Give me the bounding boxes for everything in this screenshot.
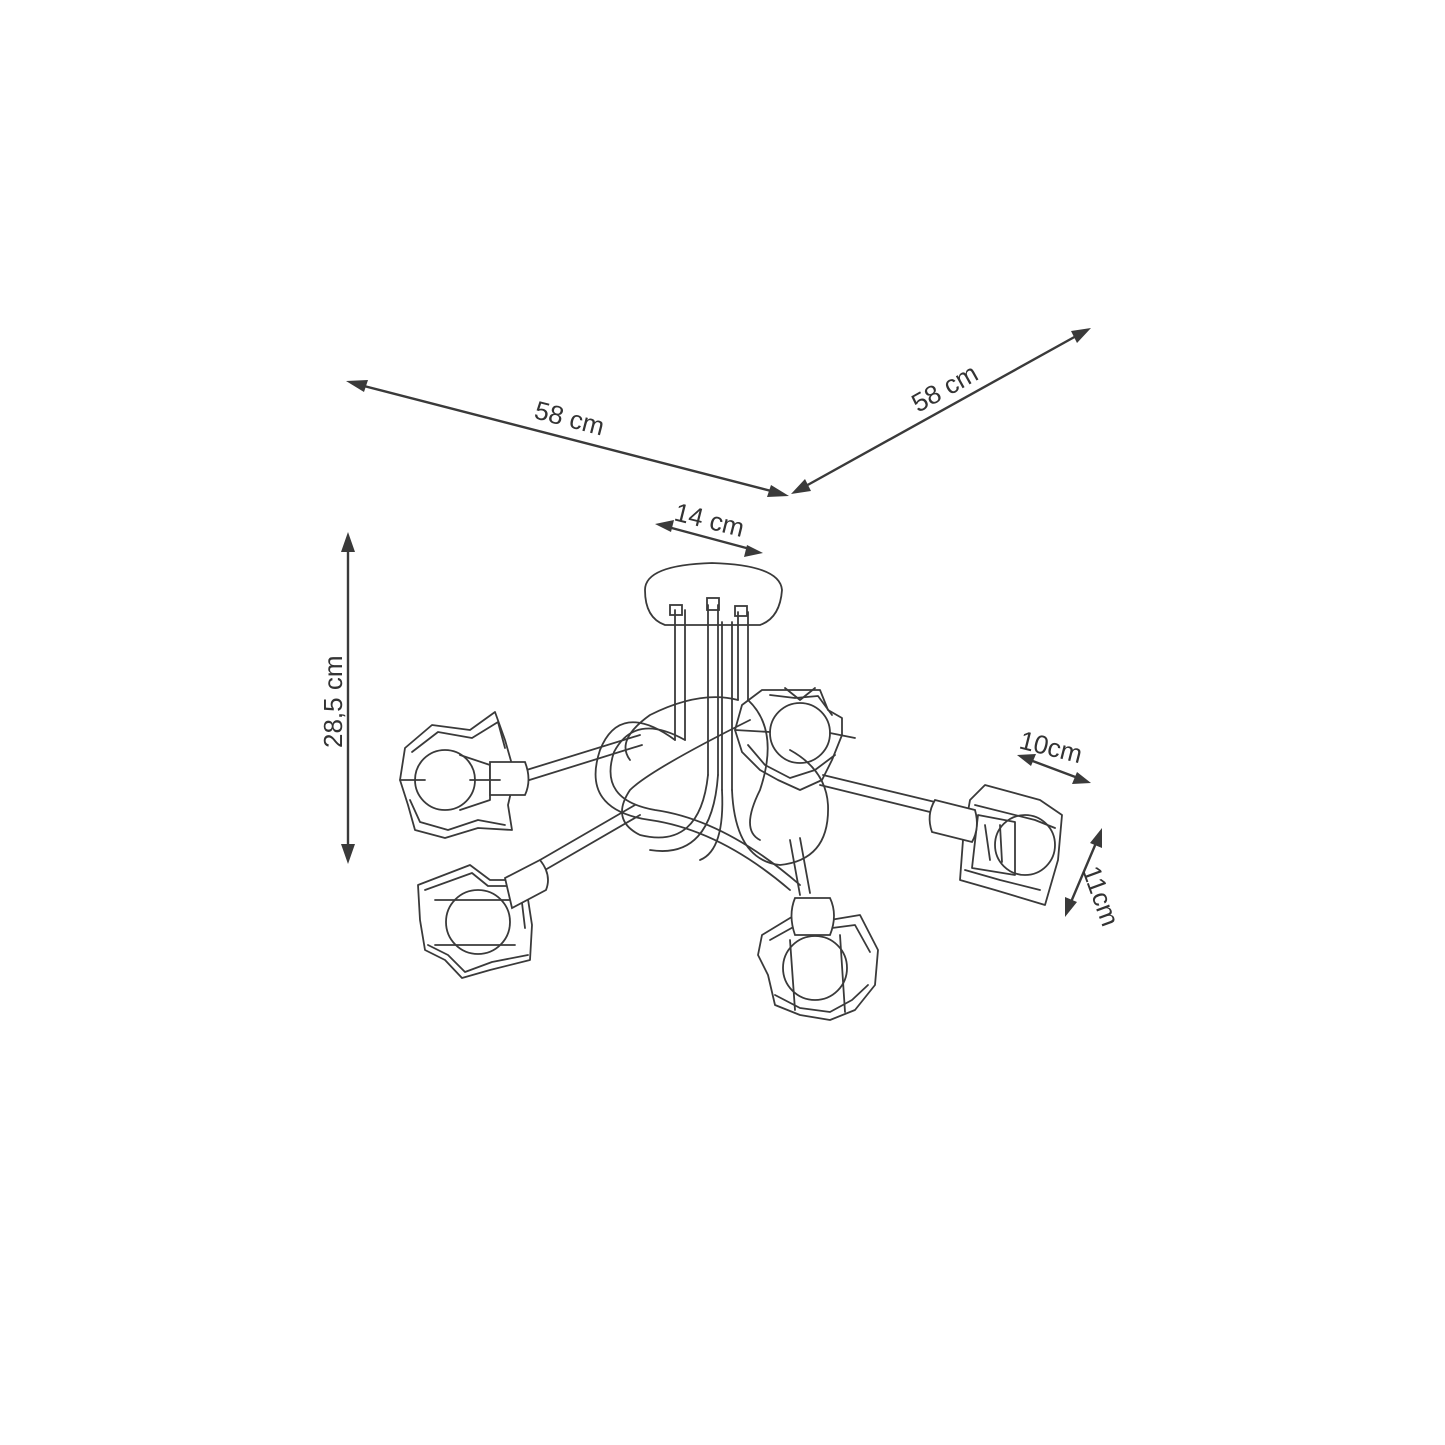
- cage-shade-center: [734, 687, 856, 791]
- dimension-canopy: 14 cm: [655, 497, 763, 557]
- lamp-illustration: [399, 562, 1063, 1021]
- dimension-shade-height: 11cm: [1065, 828, 1126, 930]
- dimension-shade-width: 10cm: [1017, 725, 1091, 784]
- cage-shade-left: [399, 711, 530, 839]
- label-height: 28,5 cm: [318, 656, 348, 749]
- dimension-width-left: 58 cm: [346, 380, 789, 497]
- dimension-height: 28,5 cm: [318, 532, 355, 864]
- dimension-width-right: 58 cm: [791, 328, 1091, 494]
- lamp-arms: [519, 696, 936, 896]
- lamp-rods: [674, 604, 749, 791]
- label-width-left: 58 cm: [531, 395, 607, 442]
- ceiling-canopy: [644, 562, 783, 626]
- cage-shade-lower-left: [417, 858, 549, 979]
- cage-shade-lower-center: [757, 897, 879, 1021]
- cage-shade-right: [928, 784, 1063, 906]
- label-canopy: 14 cm: [672, 497, 748, 543]
- label-shade-height: 11cm: [1076, 862, 1125, 930]
